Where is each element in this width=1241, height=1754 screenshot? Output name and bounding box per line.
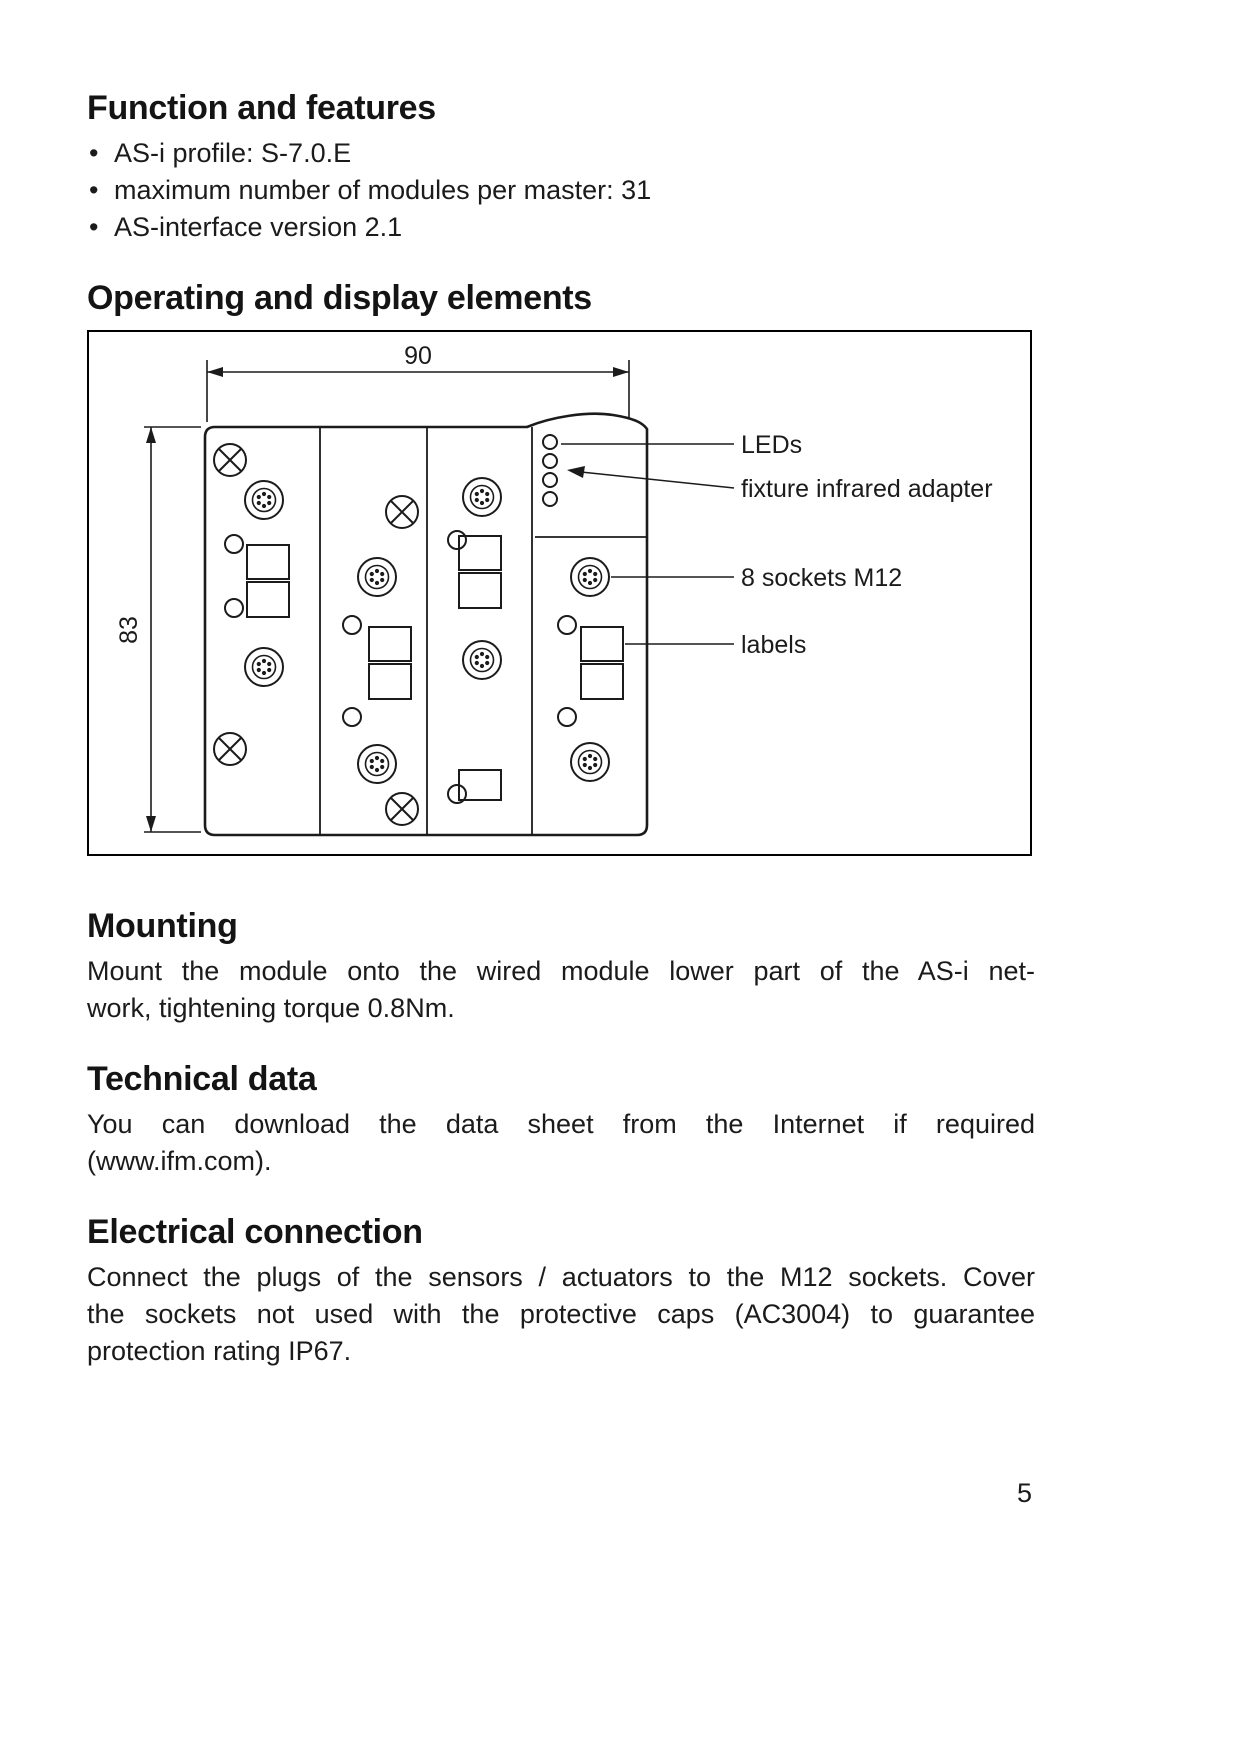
callout-leds-label: LEDs: [741, 431, 802, 459]
diagram-text: 90 83 LEDs fixture infrared adapter 8 so…: [115, 342, 993, 659]
heading-function-features: Function and features: [87, 89, 436, 127]
mounting-paragraph: Mount the module onto the wired module l…: [87, 953, 1035, 1027]
paragraph-line: work, tightening torque 0.8Nm.: [87, 993, 455, 1023]
paragraph-line: the sockets not used with the protective…: [87, 1299, 1035, 1329]
electrical-paragraph: Connect the plugs of the sensors / actua…: [87, 1259, 1035, 1370]
m12-socket-icon: [357, 557, 397, 597]
module-drawing: [144, 360, 735, 837]
page-number: 5: [1016, 1478, 1032, 1508]
dimension-arrowheads: [146, 367, 629, 832]
callout-lines: [561, 443, 735, 645]
m12-socket-icon: [244, 480, 284, 520]
feature-item: AS-interface version 2.1: [87, 209, 1035, 246]
paragraph-line: Mount the module onto the wired module l…: [87, 956, 1035, 986]
m12-socket-icon: [462, 640, 502, 680]
m12-socket-icon: [462, 477, 502, 517]
technical-paragraph: You can download the data sheet from the…: [87, 1106, 1035, 1180]
screw-icon: [385, 792, 419, 826]
heading-operating-display: Operating and display elements: [87, 279, 592, 317]
mounting-holes: [224, 530, 577, 804]
paragraph-line: protection rating IP67.: [87, 1336, 352, 1366]
feature-item: AS-i profile: S-7.0.E: [87, 135, 1035, 172]
page-content: Function and features AS-i profile: S-7.…: [87, 88, 1035, 1370]
heading-electrical-connection: Electrical connection: [87, 1213, 423, 1251]
dim-width-label: 90: [404, 342, 432, 370]
led-indicators: [542, 434, 558, 507]
module-outline: [203, 412, 649, 837]
m12-socket-icon: [357, 744, 397, 784]
screw-icon: [213, 443, 247, 477]
paragraph-line: Connect the plugs of the sensors / actua…: [87, 1262, 1035, 1292]
paragraph-line: (www.ifm.com).: [87, 1146, 272, 1176]
feature-list: AS-i profile: S-7.0.E maximum number of …: [87, 135, 1035, 246]
callout-sockets-label: 8 sockets M12: [741, 564, 902, 592]
m12-socket-icon: [570, 742, 610, 782]
callout-adapter-label: fixture infrared adapter: [741, 475, 993, 503]
diagram-box: 90 83 LEDs fixture infrared adapter 8 so…: [87, 330, 1032, 856]
label-rects: [246, 535, 624, 801]
dim-height-label: 83: [115, 616, 143, 644]
feature-item: maximum number of modules per master: 31: [87, 172, 1035, 209]
callout-labels-label: labels: [741, 631, 806, 659]
screw-icon: [385, 495, 419, 529]
module-diagram: 90 83 LEDs fixture infrared adapter 8 so…: [115, 342, 993, 837]
heading-technical-data: Technical data: [87, 1060, 317, 1098]
heading-mounting: Mounting: [87, 907, 238, 945]
callout-arrowhead: [567, 466, 585, 478]
m12-socket-icon: [244, 647, 284, 687]
paragraph-line: You can download the data sheet from the…: [87, 1109, 1035, 1139]
m12-socket-icon: [570, 557, 610, 597]
screw-icon: [213, 732, 247, 766]
dimension-lines: [144, 360, 630, 833]
module-section-dividers: [319, 427, 533, 835]
